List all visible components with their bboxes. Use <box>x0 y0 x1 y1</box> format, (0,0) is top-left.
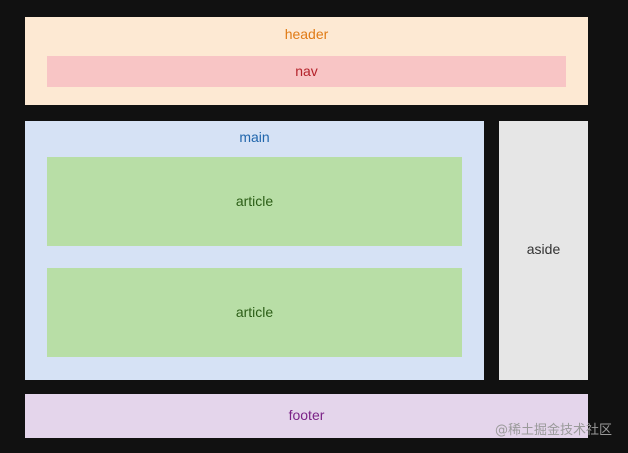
article-region-1: article <box>47 157 462 246</box>
nav-label: nav <box>295 63 318 79</box>
footer-region: footer <box>25 394 588 438</box>
watermark-text: @稀土掘金技术社区 <box>494 423 612 438</box>
article-label-1: article <box>235 193 274 209</box>
aside-region: aside <box>499 121 588 380</box>
nav-region: nav <box>47 56 566 87</box>
main-label: main <box>239 129 270 145</box>
main-region: main article article <box>25 121 484 380</box>
article-label-2: article <box>235 304 274 320</box>
header-region: header nav <box>25 17 588 105</box>
footer-label: footer <box>288 407 325 423</box>
aside-label: aside <box>526 241 561 257</box>
header-label: header <box>284 26 329 42</box>
article-region-2: article <box>47 268 462 357</box>
